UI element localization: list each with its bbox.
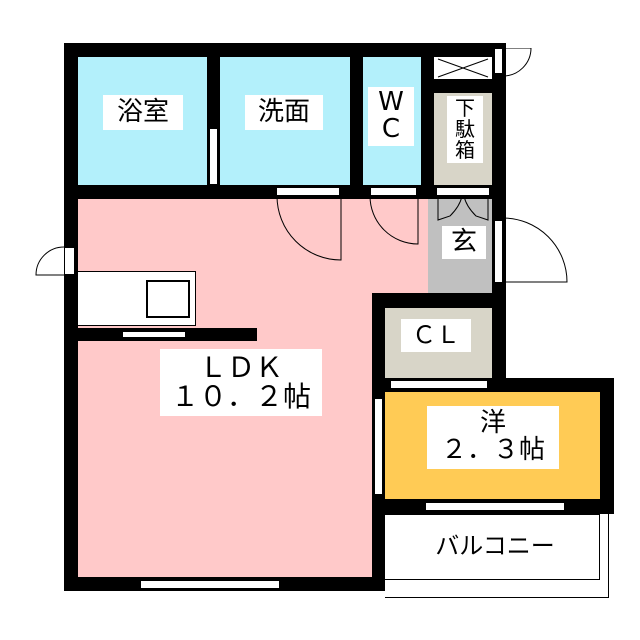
ldk-label: ＬＤＫ １０．２帖	[160, 349, 322, 416]
kitchen-counter	[78, 271, 196, 326]
entrance-door-swing-icon	[503, 217, 568, 283]
shoebox-label-3: 箱	[455, 138, 475, 162]
wc-label-w: W	[378, 87, 404, 117]
wc-label-c: C	[381, 114, 401, 145]
shoebox-label-2: 駄	[455, 117, 475, 141]
bath-door-slide[interactable]	[209, 128, 218, 185]
washroom-label: 洗面	[245, 95, 323, 131]
entrance-label: 玄	[442, 226, 486, 260]
ldk-side-window[interactable]	[64, 247, 75, 275]
balcony-rail	[385, 512, 609, 598]
ldk-size: １０．２帖	[170, 380, 311, 414]
wc-door[interactable]	[370, 187, 417, 196]
meter-box	[434, 57, 492, 79]
wc-label: W C	[368, 87, 414, 146]
shoebox-door-swing-icon	[437, 196, 489, 221]
western-label: 洋 ２．３帖	[427, 406, 559, 469]
washroom-door-swing-icon	[276, 196, 342, 261]
closet-door[interactable]	[390, 380, 488, 389]
balcony-label: バルコニー	[435, 532, 555, 560]
shoebox-label: 下 駄 箱	[447, 96, 483, 163]
service-door[interactable]	[494, 48, 503, 74]
shoebox-label-1: 下	[455, 96, 475, 120]
western-window[interactable]	[425, 502, 565, 511]
western-size: ２．３帖	[440, 435, 545, 466]
shoebox-door[interactable]	[436, 187, 490, 196]
entrance-door[interactable]	[494, 220, 503, 283]
ldk-side-door-swing-icon	[35, 246, 65, 276]
ldk-name: ＬＤＫ	[198, 351, 283, 384]
ldk-window[interactable]	[140, 580, 280, 589]
service-door-swing-icon	[503, 48, 532, 77]
closet-label: ＣＬ	[401, 319, 471, 353]
bath-label: 浴室	[103, 95, 183, 131]
sink-icon	[146, 280, 190, 318]
wc-door-swing-icon	[369, 196, 419, 245]
kitchen-vent	[122, 331, 186, 338]
western-door[interactable]	[374, 398, 383, 495]
western-name: 洋	[479, 408, 506, 438]
washroom-door[interactable]	[276, 187, 340, 196]
balcony	[385, 514, 600, 580]
cross-mark-icon	[437, 58, 489, 78]
